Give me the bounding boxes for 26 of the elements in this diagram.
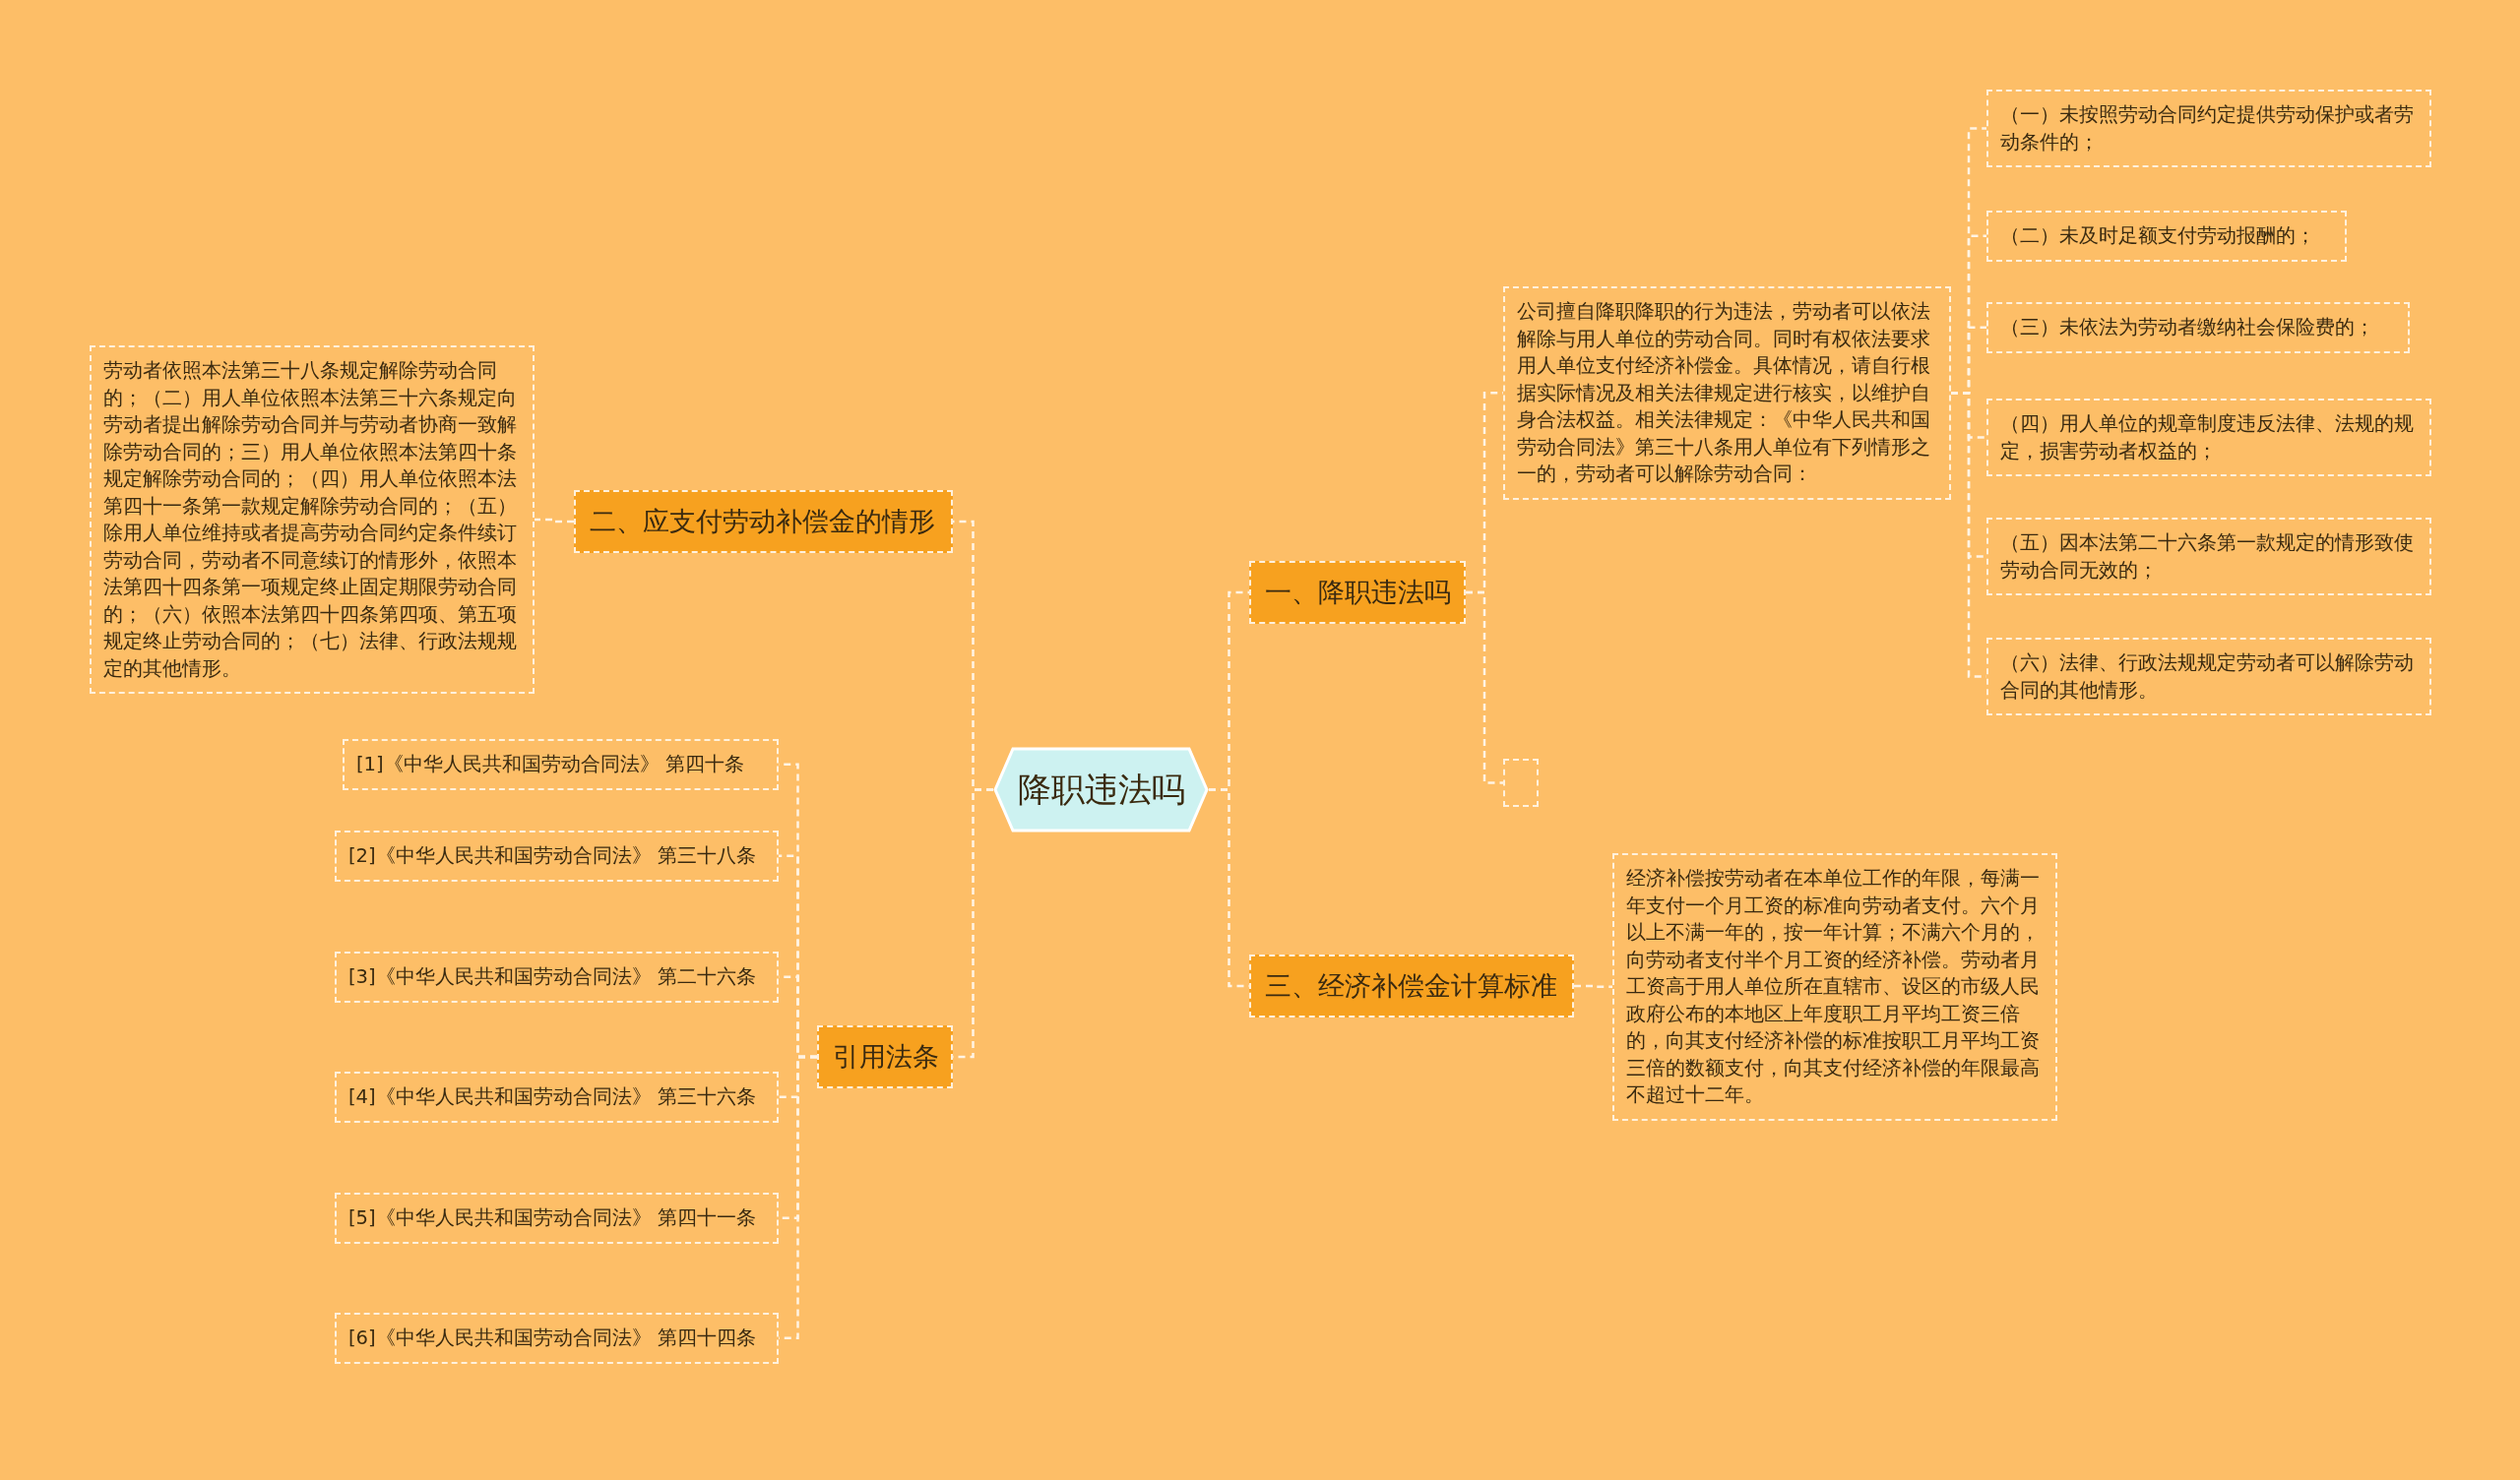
branch-box: 引用法条 <box>817 1025 953 1088</box>
text-box: [2]《中华人民共和国劳动合同法》 第三十八条 <box>335 831 779 882</box>
connector-line <box>779 1055 817 1339</box>
text-box: （五）因本法第二十六条第一款规定的情形致使劳动合同无效的； <box>1986 518 2431 595</box>
text-box: [5]《中华人民共和国劳动合同法》 第四十一条 <box>335 1193 779 1244</box>
text-box: [3]《中华人民共和国劳动合同法》 第二十六条 <box>335 952 779 1003</box>
text-box: （六）法律、行政法规规定劳动者可以解除劳动合同的其他情形。 <box>1986 638 2431 715</box>
branch-box: 一、降职违法吗 <box>1249 561 1466 624</box>
topic-text: 降职违法吗 <box>1017 768 1185 811</box>
text-box: （四）用人单位的规章制度违反法律、法规的规定，损害劳动者权益的； <box>1986 399 2431 476</box>
connector-line <box>535 518 574 524</box>
connector-line <box>1466 590 1503 784</box>
text-box: [1]《中华人民共和国劳动合同法》 第四十条 <box>343 739 779 790</box>
empty-box <box>1503 759 1539 807</box>
text-box: 劳动者依照本法第三十八条规定解除劳动合同的；（二）用人单位依照本法第三十六条规定向劳动者提出解除劳动合同并与劳动者协商一致解除劳动合同的；三）用人单位依照本法第四十条规定解除劳动合同的；（四）用人单位依照本法第四十一条第一款规定解除劳动合同的；（五）除用人单位维持或者提高劳动合同约定条件续订劳动合同，劳动者不同意续订的情形外，依照本法第四十四条第一项规定终止固定期限劳动合同的；（六）依照本法第四十四条第四项、第五项规定终止劳动合同的；（七）法律、行政法规规定的其他情形。 <box>90 345 535 694</box>
branch-box: 三、经济补偿金计算标准 <box>1249 955 1574 1018</box>
text-box: [4]《中华人民共和国劳动合同法》 第三十六条 <box>335 1072 779 1123</box>
text-box: （一）未按照劳动合同约定提供劳动保护或者劳动条件的； <box>1986 90 2431 167</box>
text-box: （二）未及时足额支付劳动报酬的； <box>1986 211 2347 262</box>
connector-line <box>1574 984 1612 988</box>
text-box: [6]《中华人民共和国劳动合同法》 第四十四条 <box>335 1313 779 1364</box>
text-box: （三）未依法为劳动者缴纳社会保险费的； <box>1986 302 2410 353</box>
branch-box: 二、应支付劳动补偿金的情形 <box>574 490 953 553</box>
topic-hexagon <box>993 747 1209 832</box>
text-box: 公司擅自降职降职的行为违法，劳动者可以依法解除与用人单位的劳动合同。同时有权依法要求用人单位支付经济补偿金。具体情况，请自行根据实际情况及相关法律规定进行核实，以维护自身合法权益。相关法律规定：《中华人民共和国劳动合同法》第三十八条用人单位有下列情形之一的，劳动者可以解除劳动合同： <box>1503 286 1951 500</box>
text-box: 经济补偿按劳动者在本单位工作的年限，每满一年支付一个月工资的标准向劳动者支付。六个月以上不满一年的，按一年计算；不满六个月的，向劳动者支付半个月工资的经济补偿。劳动者月工资高于用人单位所在直辖市、设区的市级人民政府公布的本地区上年度职工月平均工资三倍的，向其支付经济补偿的标准按职工月平均工资三倍的数额支付，向其支付经济补偿的年限最高不超过十二年。 <box>1612 853 2057 1121</box>
